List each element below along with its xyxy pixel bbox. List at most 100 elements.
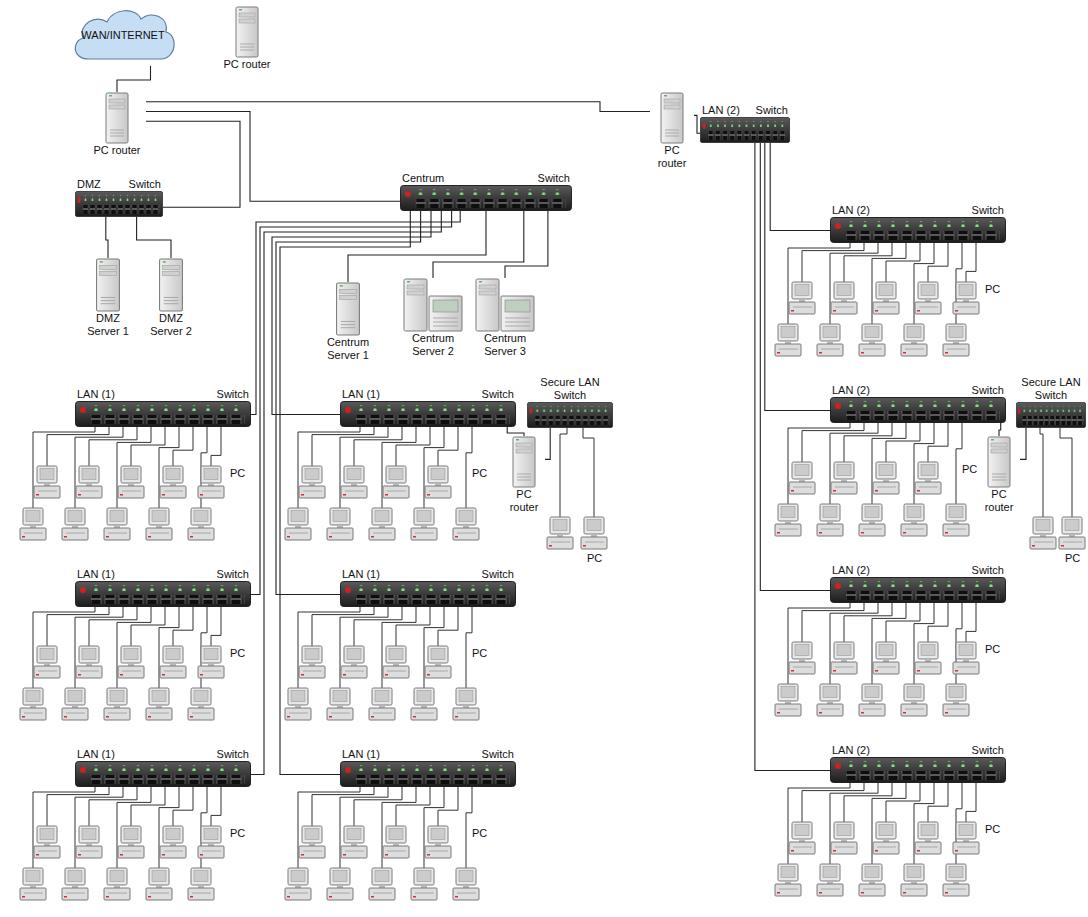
pc-cable: [466, 607, 472, 689]
pc-icon: [915, 282, 941, 314]
router-icon: [660, 92, 684, 144]
pc-icon: [20, 688, 46, 720]
pc-cable: [47, 607, 109, 647]
pc-label: PC: [985, 643, 1000, 656]
pc-cable: [466, 427, 472, 509]
node-label: Secure LAN Switch: [1017, 376, 1085, 402]
pc-cable: [928, 603, 948, 643]
node-label: LAN (2): [832, 384, 870, 397]
pc-icon: [1030, 517, 1056, 549]
pc-icon: [146, 868, 172, 900]
router-icon-shape: [106, 93, 128, 143]
switch-header: LAN (2)Switch: [830, 204, 1006, 217]
switch-body: [340, 401, 516, 427]
pc-icon: [873, 282, 899, 314]
pc-cable: [312, 787, 374, 827]
node-label: Switch: [482, 388, 514, 401]
node-label: PC router: [503, 488, 545, 514]
pc-icon: [873, 822, 899, 854]
node-label: LAN (1): [342, 568, 380, 581]
node-label: LAN (1): [342, 748, 380, 761]
pc-cable: [131, 607, 165, 647]
pc-cable: [466, 787, 472, 869]
server-icon-shape: [160, 259, 183, 311]
pc-icon: [789, 282, 815, 314]
network-link: [1020, 428, 1026, 459]
node-label: Switch: [972, 564, 1004, 577]
node-label: LAN (2): [702, 104, 740, 117]
pc-icon: [831, 282, 857, 314]
pc-cable: [844, 423, 892, 463]
node-label: Switch: [972, 204, 1004, 217]
switch-body: [1016, 402, 1086, 428]
pc-cable: [966, 783, 976, 823]
pc-icon: [789, 642, 815, 674]
node-label: Switch: [972, 384, 1004, 397]
pc-icon: [1059, 517, 1085, 549]
pc-cable: [872, 603, 906, 685]
node-label: Secure LAN Switch: [528, 376, 612, 402]
switch-body: [830, 397, 1006, 423]
pc-icon: [789, 822, 815, 854]
pc-icon: [817, 324, 843, 356]
switch-body: [527, 402, 613, 428]
pc-icon: [383, 826, 409, 858]
switch-shape: [341, 762, 516, 787]
caption: PC router: [650, 144, 694, 170]
pc-cable: [117, 427, 151, 509]
pc-label: PC: [230, 827, 245, 840]
caption: PC router: [218, 58, 276, 71]
pc-icon: [188, 688, 214, 720]
pc-cable: [802, 423, 864, 463]
node-label: PC router: [650, 144, 694, 170]
pc-cable: [872, 243, 906, 325]
pc-cable: [396, 427, 430, 467]
switch-header: DMZSwitch: [75, 178, 163, 191]
switch-header: Secure LAN Switch: [1016, 376, 1086, 402]
pc-icon: [831, 822, 857, 854]
pc-icon: [453, 508, 479, 540]
pc-icon: [425, 646, 451, 678]
pc-icon: [953, 822, 979, 854]
pc-cable: [844, 243, 892, 283]
network-link: [545, 428, 550, 459]
pc-cable: [844, 603, 892, 643]
pc-icon: [341, 646, 367, 678]
server-icon-shape: [476, 279, 534, 331]
pc-cable: [173, 427, 193, 467]
pc-label: PC: [1065, 552, 1080, 565]
pc-icon: [901, 504, 927, 536]
pc-cable: [438, 427, 458, 467]
server: DMZ Server 1: [82, 258, 134, 338]
server: Centrum Server 3: [470, 278, 540, 358]
pc-icon: [62, 508, 88, 540]
pc-icon: [425, 466, 451, 498]
switch-header: LAN (1)Switch: [75, 388, 251, 401]
switch-shape: [700, 118, 789, 143]
pc-cable: [956, 423, 962, 505]
caption: Centrum Server 2: [398, 332, 468, 358]
pc-icon: [198, 466, 224, 498]
router-icon-shape: [988, 437, 1010, 487]
pc-icon: [20, 868, 46, 900]
pc-cable: [312, 607, 374, 647]
caption: DMZ Server 2: [145, 312, 197, 338]
switch-shape: [400, 186, 571, 211]
switch-body: [75, 761, 251, 787]
switch-body: [75, 191, 163, 217]
switch-header: LAN (2)Switch: [830, 744, 1006, 757]
server-icon: [475, 278, 535, 332]
pc-icon: [118, 646, 144, 678]
network-switch: LAN (2) Switch: [830, 384, 1006, 423]
node-label: Centrum Server 1: [318, 336, 378, 362]
switch-shape: [831, 398, 1006, 423]
node-label: DMZ Server 2: [145, 312, 197, 338]
pc-icon: [775, 864, 801, 896]
pc-icon: [859, 684, 885, 716]
switch-shape: [76, 762, 251, 787]
pc-icon: [34, 466, 60, 498]
pc-icon: [901, 684, 927, 716]
pc-icon: [831, 462, 857, 494]
pc-icon: [953, 642, 979, 674]
node-label: LAN (2): [832, 564, 870, 577]
